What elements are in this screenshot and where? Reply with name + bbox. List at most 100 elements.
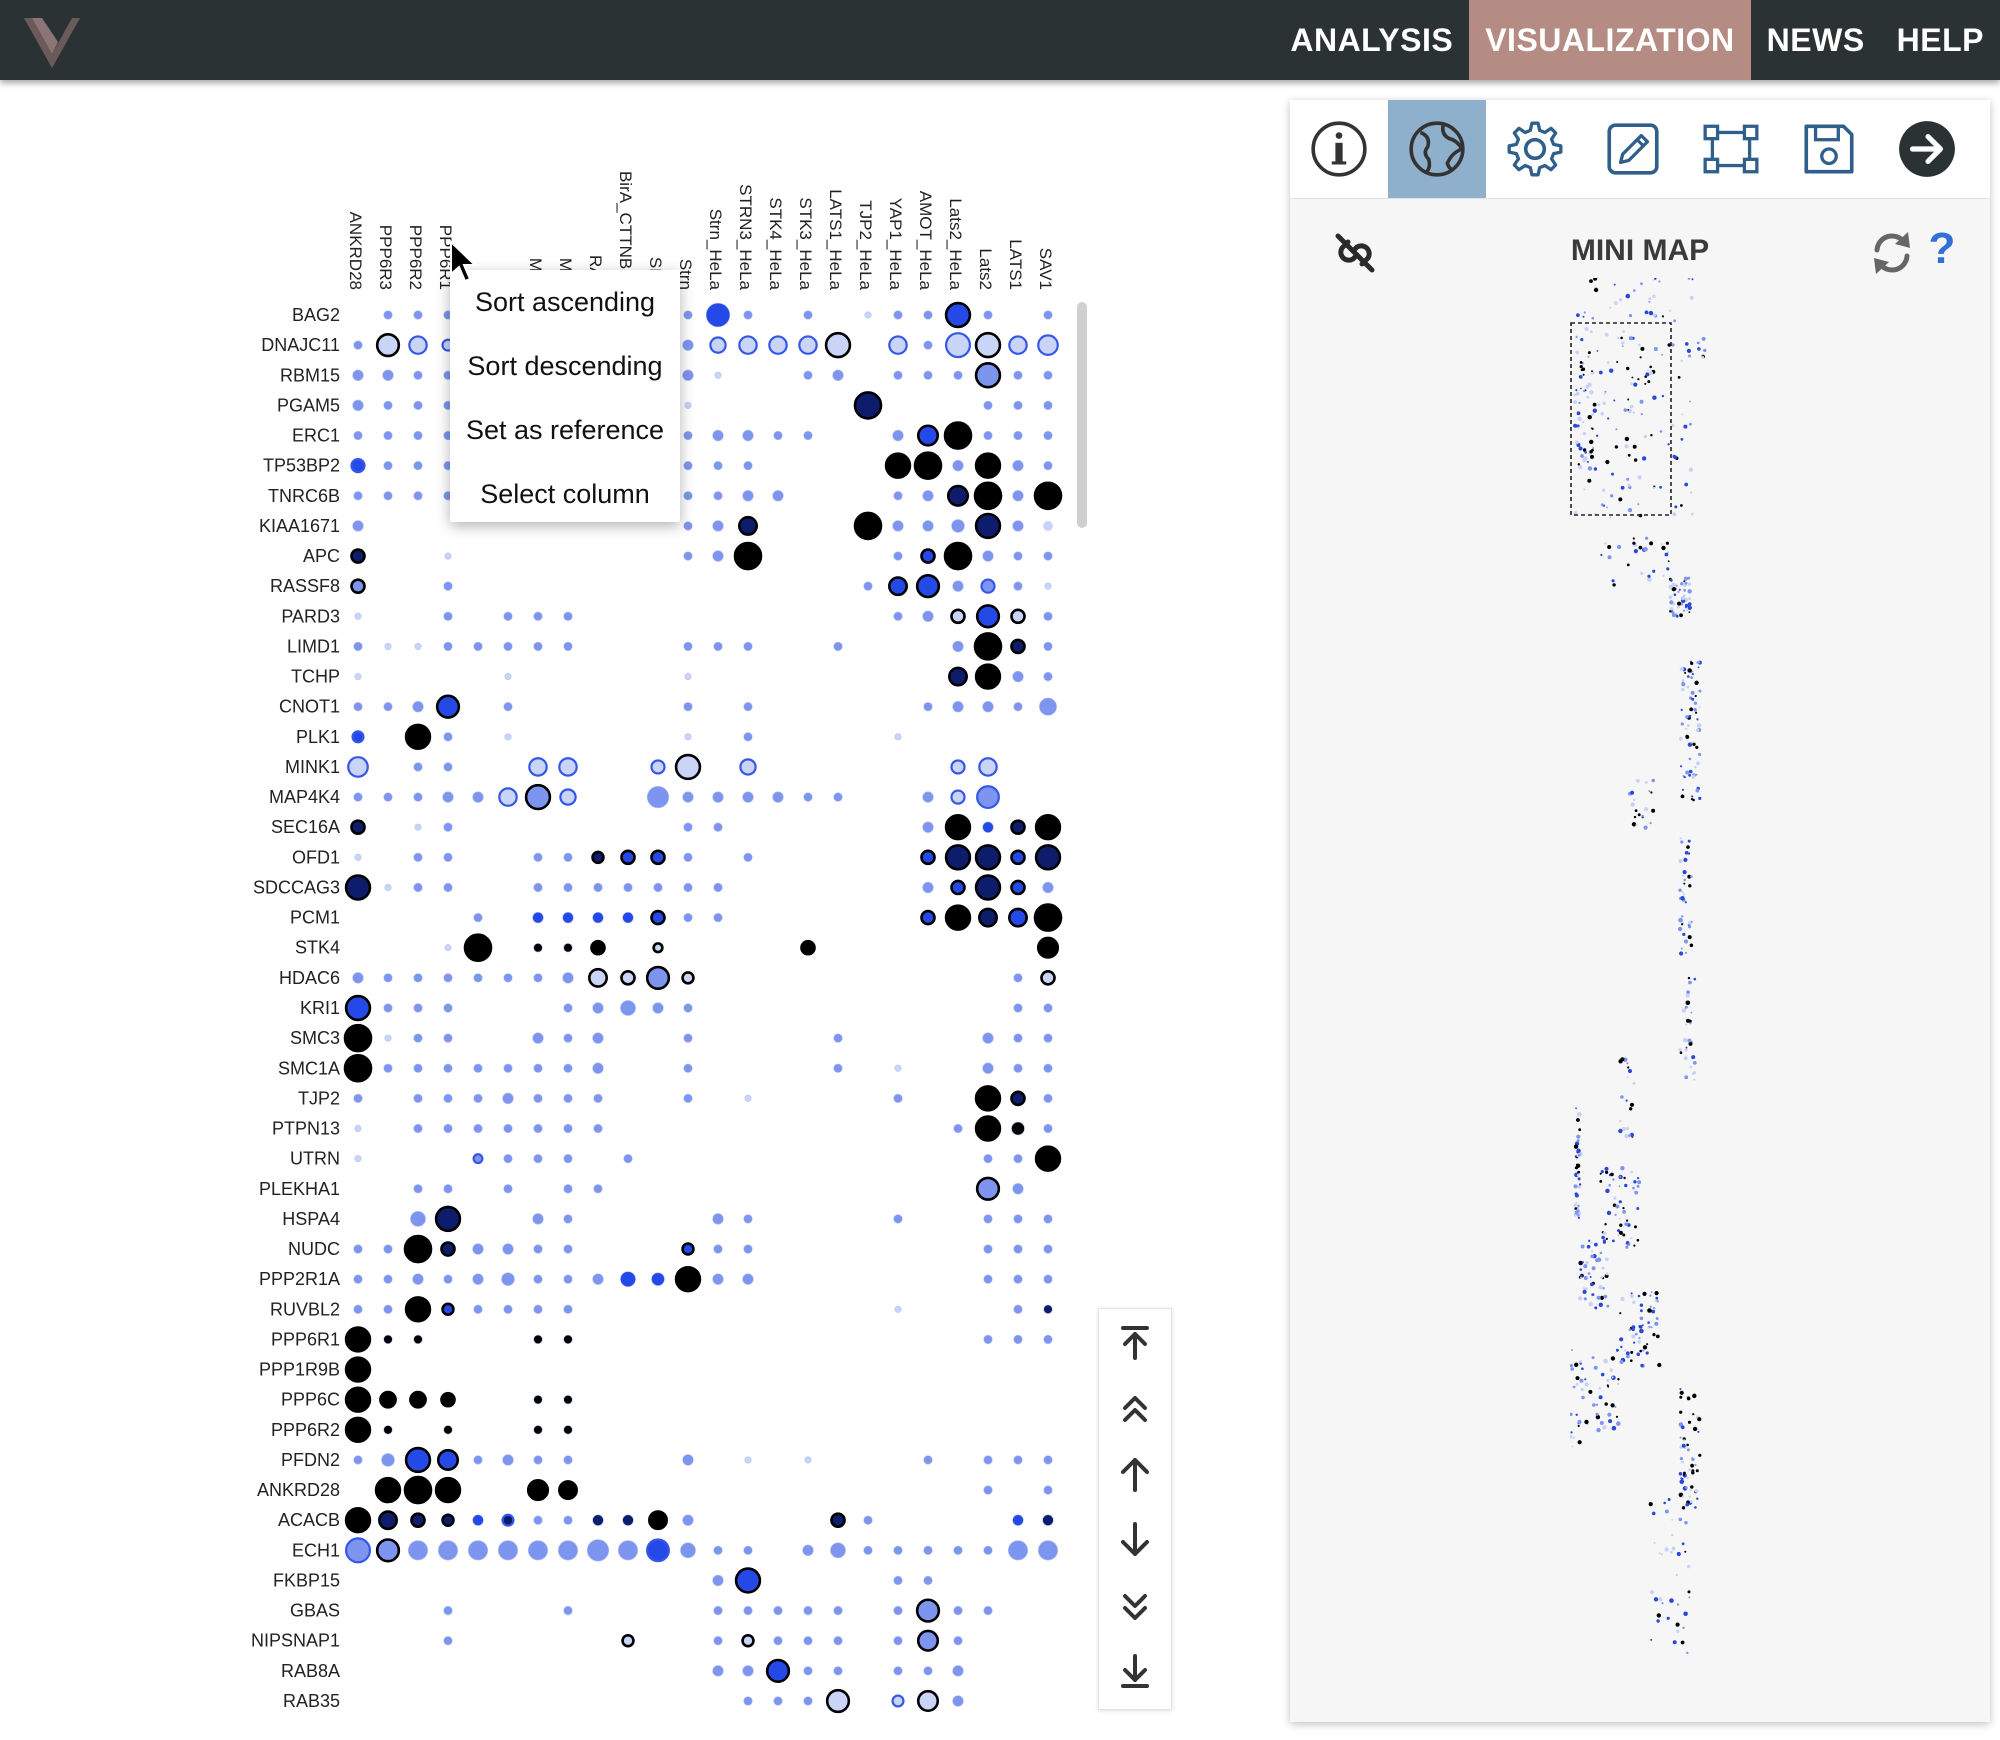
data-dot[interactable] [1043,1274,1053,1284]
column-label[interactable]: PPP6R3 [376,225,395,290]
data-dot[interactable] [533,611,543,621]
data-dot[interactable] [383,973,393,983]
data-dot[interactable] [1043,1033,1053,1043]
data-dot[interactable] [533,1123,543,1134]
data-dot[interactable] [353,1244,363,1254]
data-dot[interactable] [623,1153,633,1164]
data-dot[interactable] [743,1605,753,1616]
row-label[interactable]: PLEKHA1 [259,1179,340,1199]
data-dot[interactable] [1013,370,1023,380]
data-dot[interactable] [503,702,513,712]
data-dot[interactable] [1043,1063,1053,1073]
data-dot[interactable] [983,1334,993,1345]
data-dot[interactable] [863,581,873,591]
data-dot[interactable] [533,1515,543,1525]
data-dot[interactable] [563,882,573,893]
column-label[interactable]: SAV1 [1036,248,1055,290]
data-dot[interactable] [383,1304,393,1314]
data-dot[interactable] [1013,1455,1023,1465]
row-label[interactable]: MINK1 [285,757,340,777]
column-label[interactable]: Lats2 [976,248,995,290]
data-dot[interactable] [592,1273,604,1285]
row-label[interactable]: ACACB [278,1510,340,1530]
data-dot[interactable] [383,1274,393,1284]
data-dot[interactable] [652,1002,664,1014]
data-dot[interactable] [982,700,994,713]
column-label[interactable]: AMOT_HeLa [916,191,935,291]
data-dot[interactable] [443,732,453,742]
data-dot[interactable] [344,1356,372,1383]
data-dot[interactable] [1013,581,1023,591]
data-dot[interactable] [344,994,372,1022]
data-dot[interactable] [563,1214,573,1224]
data-dot[interactable] [442,791,454,803]
data-dot[interactable] [983,1274,993,1284]
row-label[interactable]: SDCCAG3 [253,877,340,897]
data-dot[interactable] [923,310,933,320]
column-label[interactable]: Strn [676,259,695,290]
data-dot[interactable] [1043,400,1053,411]
row-label[interactable]: KRI1 [300,998,340,1018]
data-dot[interactable] [533,1063,543,1073]
data-dot[interactable] [1043,671,1053,682]
data-dot[interactable] [413,852,423,863]
data-dot[interactable] [563,1123,573,1134]
data-dot[interactable] [950,789,966,805]
data-dot[interactable] [353,702,363,712]
data-dot[interactable] [1034,844,1062,871]
data-dot[interactable] [944,844,972,871]
data-dot[interactable] [532,1032,544,1044]
data-dot[interactable] [593,1093,603,1104]
data-dot[interactable] [1043,551,1053,561]
data-dot[interactable] [1012,670,1024,683]
row-label[interactable]: SEC16A [271,817,340,837]
row-label[interactable]: NIPSNAP1 [251,1631,340,1651]
data-dot[interactable] [974,331,1002,359]
data-dot[interactable] [1043,1304,1053,1314]
data-dot[interactable] [712,1665,724,1677]
data-dot[interactable] [1043,641,1053,652]
data-dot[interactable] [683,491,693,501]
data-dot[interactable] [1013,551,1023,561]
data-dot[interactable] [533,1153,543,1164]
data-dot[interactable] [916,424,940,447]
data-dot[interactable] [409,1390,427,1409]
data-dot[interactable] [354,612,362,620]
data-dot[interactable] [773,1696,783,1706]
data-dot[interactable] [344,1537,372,1564]
data-dot[interactable] [894,1064,902,1072]
info-button[interactable] [1290,100,1388,198]
data-dot[interactable] [533,1334,543,1345]
pencil-button[interactable] [1584,100,1682,198]
data-dot[interactable] [622,911,634,924]
data-dot[interactable] [650,849,666,866]
data-dot[interactable] [713,822,723,832]
data-dot[interactable] [382,369,394,382]
data-dot[interactable] [974,663,1002,690]
row-label[interactable]: PARD3 [281,606,340,626]
row-label[interactable]: PPP6C [281,1390,340,1410]
data-dot[interactable] [705,302,731,328]
row-label[interactable]: PPP2R1A [259,1269,340,1289]
data-dot[interactable] [830,1542,846,1559]
data-dot[interactable] [922,610,934,623]
data-dot[interactable] [742,429,754,442]
data-dot[interactable] [592,1062,604,1074]
data-dot[interactable] [975,604,1001,629]
data-dot[interactable] [1043,430,1053,441]
data-dot[interactable] [503,611,513,621]
data-dot[interactable] [354,853,362,861]
row-down-button[interactable] [1099,1507,1171,1573]
data-dot[interactable] [713,882,723,893]
row-label[interactable]: ANKRD28 [257,1480,340,1500]
data-dot[interactable] [563,1184,573,1194]
data-dot[interactable] [952,580,964,592]
data-dot[interactable] [853,391,883,420]
data-dot[interactable] [713,1636,723,1646]
data-dot[interactable] [743,310,753,320]
column-label[interactable]: STK4_HeLa [766,197,785,290]
data-dot[interactable] [472,1153,484,1165]
data-dot[interactable] [533,943,543,953]
data-dot[interactable] [1013,1214,1023,1224]
data-dot[interactable] [1011,1121,1025,1136]
